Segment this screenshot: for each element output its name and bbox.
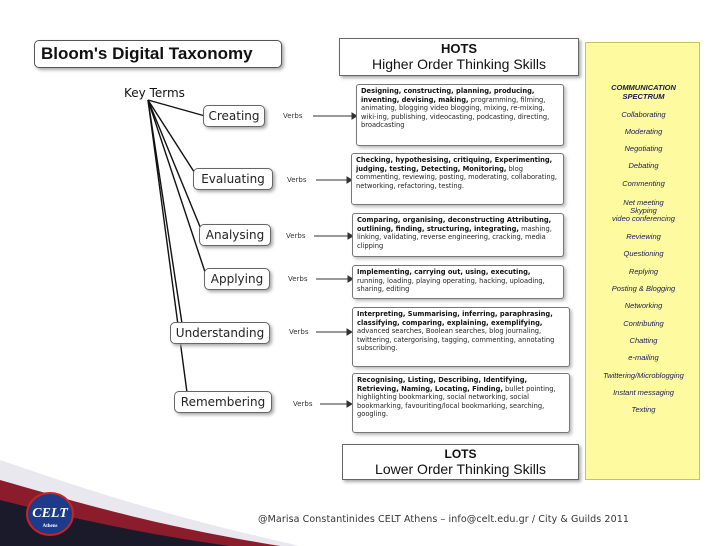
evaluating-digital-verbs: blog commenting, reviewing, posting, mod… xyxy=(356,164,557,190)
spectrum-item: Twittering/Microblogging xyxy=(603,371,684,380)
level-analysing: Analysing xyxy=(199,224,271,246)
spectrum-title-line1: COMMUNICATION xyxy=(611,83,676,92)
spectrum-item: Collaborating xyxy=(621,110,666,119)
remembering-key-verbs: Recognising, Listing, Describing, Identi… xyxy=(357,376,528,393)
applying-digital-verbs: running, loading, playing operating, hac… xyxy=(357,276,545,294)
applying-key-verbs: Implementing, carrying out, using, execu… xyxy=(357,268,531,276)
communication-spectrum-panel: COMMUNICATION SPECTRUM Collaborating Mod… xyxy=(585,42,700,480)
verbs-label: Verbs xyxy=(286,232,306,240)
lots-full: Lower Order Thinking Skills xyxy=(375,461,546,477)
hots-full: Higher Order Thinking Skills xyxy=(371,56,547,72)
spectrum-item: Questioning xyxy=(623,249,664,258)
level-understanding: Understanding xyxy=(170,322,270,344)
verbs-label: Verbs xyxy=(293,400,313,408)
spectrum-item: Instant messaging xyxy=(613,388,674,397)
level-applying: Applying xyxy=(204,268,270,290)
page-title: Bloom's Digital Taxonomy xyxy=(34,40,282,68)
key-terms-label: Key Terms xyxy=(124,86,185,100)
spectrum-item: Posting & Blogging xyxy=(611,284,676,293)
spectrum-item: Net meeting xyxy=(623,198,664,207)
applying-verbs-box: Implementing, carrying out, using, execu… xyxy=(352,265,564,299)
spectrum-item: Chatting xyxy=(629,336,658,345)
remembering-verbs-box: Recognising, Listing, Describing, Identi… xyxy=(352,373,570,433)
understanding-digital-verbs: advanced searches, Boolean searches, blo… xyxy=(357,327,555,353)
creating-digital-verbs: programming, filming, animating, bloggin… xyxy=(361,95,550,130)
evaluating-verbs-box: Checking, hypothesising, critiquing, Exp… xyxy=(351,153,564,205)
spectrum-item: video conferencing xyxy=(612,214,675,223)
spectrum-item: Contributing xyxy=(623,319,664,328)
evaluating-key-verbs: Checking, hypothesising, critiquing, Exp… xyxy=(356,156,553,173)
spectrum-item: Reviewing xyxy=(626,232,661,241)
spectrum-item: Skyping xyxy=(630,206,657,215)
spectrum-item: Moderating xyxy=(624,127,663,136)
spectrum-item: Texting xyxy=(631,405,656,414)
remembering-digital-verbs: bullet pointing, highlighting bookmarkin… xyxy=(357,384,556,419)
level-remembering: Remembering xyxy=(174,391,272,413)
level-evaluating: Evaluating xyxy=(193,168,273,190)
understanding-verbs-box: Interpreting, Summarising, inferring, pa… xyxy=(352,307,570,367)
footer-credit: @Marisa Constantinides CELT Athens – inf… xyxy=(258,514,629,525)
verbs-label: Verbs xyxy=(283,112,303,120)
analysing-key-verbs: Comparing, organising, deconstructing At… xyxy=(357,216,552,233)
creating-key-verbs: Designing, constructing, planning, produ… xyxy=(361,87,535,104)
lots-abbr: LOTS xyxy=(444,447,477,461)
creating-verbs-box: Designing, constructing, planning, produ… xyxy=(356,84,564,146)
analysing-verbs-box: Comparing, organising, deconstructing At… xyxy=(352,213,564,257)
hots-box: HOTS Higher Order Thinking Skills xyxy=(339,38,579,76)
hots-abbr: HOTS xyxy=(440,41,478,56)
spectrum-title-line2: SPECTRUM xyxy=(622,92,665,101)
spectrum-item: Commenting xyxy=(622,179,665,188)
logo-text: CELT xyxy=(32,506,68,521)
lots-box: LOTS Lower Order Thinking Skills xyxy=(342,444,579,480)
logo-subtext: Athens xyxy=(42,524,58,529)
spectrum-item: Networking xyxy=(624,301,663,310)
celt-logo: CELT Athens xyxy=(26,492,74,536)
analysing-digital-verbs: mashing, linking, validating, reverse en… xyxy=(357,224,552,250)
spectrum-item: Debating xyxy=(628,161,659,170)
spectrum-item: e-mailing xyxy=(628,353,659,362)
understanding-key-verbs: Interpreting, Summarising, inferring, pa… xyxy=(357,310,553,327)
verbs-label: Verbs xyxy=(289,328,309,336)
verbs-label: Verbs xyxy=(288,275,308,283)
level-creating: Creating xyxy=(203,105,265,127)
spectrum-item: Negotiating xyxy=(624,144,663,153)
verbs-label: Verbs xyxy=(287,176,307,184)
spectrum-item: Replying xyxy=(628,267,659,276)
